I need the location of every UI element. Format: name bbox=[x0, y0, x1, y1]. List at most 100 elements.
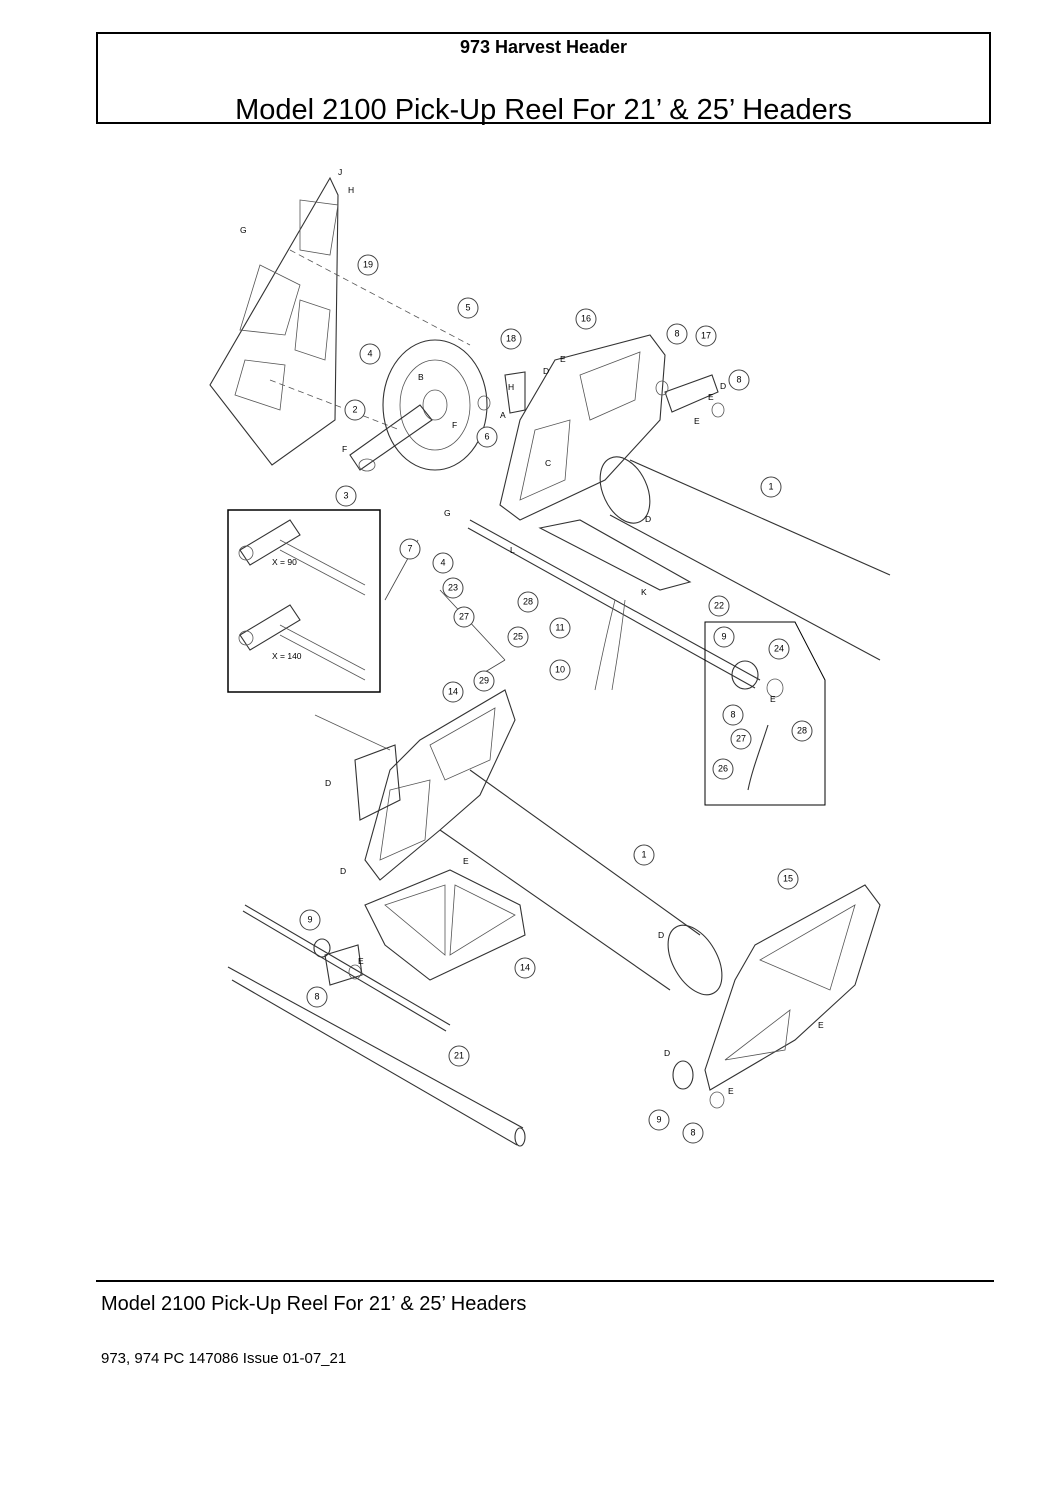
callout-17: 17 bbox=[695, 325, 717, 347]
svg-text:29: 29 bbox=[479, 675, 489, 685]
letter-e: E bbox=[818, 1020, 824, 1030]
callout-4: 4 bbox=[432, 552, 454, 574]
svg-text:27: 27 bbox=[736, 733, 746, 743]
callout-8: 8 bbox=[682, 1122, 704, 1144]
callout-10: 10 bbox=[549, 659, 571, 681]
callout-1: 1 bbox=[760, 476, 782, 498]
letter-f: F bbox=[452, 420, 457, 430]
letter-d: D bbox=[658, 930, 664, 940]
callout-22: 22 bbox=[708, 595, 730, 617]
callout-9: 9 bbox=[648, 1109, 670, 1131]
callout-14: 14 bbox=[442, 681, 464, 703]
svg-text:21: 21 bbox=[454, 1050, 464, 1060]
letter-e: E bbox=[463, 856, 469, 866]
letter-e: E bbox=[770, 694, 776, 704]
svg-text:8: 8 bbox=[730, 709, 735, 719]
svg-text:16: 16 bbox=[581, 313, 591, 323]
letter-d: D bbox=[325, 778, 331, 788]
svg-text:11: 11 bbox=[555, 622, 564, 632]
callout-15: 15 bbox=[777, 868, 799, 890]
letter-h: H bbox=[348, 185, 354, 195]
inset-label-top: X = 90 bbox=[272, 557, 297, 567]
svg-text:15: 15 bbox=[783, 873, 793, 883]
callout-28: 28 bbox=[791, 720, 813, 742]
svg-text:14: 14 bbox=[448, 686, 458, 696]
callout-19: 19 bbox=[357, 254, 379, 276]
letter-e: E bbox=[694, 416, 700, 426]
letter-c: C bbox=[545, 458, 551, 468]
reel-end-plate-15 bbox=[704, 884, 881, 1091]
svg-text:25: 25 bbox=[513, 631, 523, 641]
svg-text:9: 9 bbox=[656, 1114, 661, 1124]
svg-text:4: 4 bbox=[367, 348, 372, 358]
letter-h: H bbox=[508, 382, 514, 392]
letter-l: L bbox=[510, 545, 515, 555]
callout-23: 23 bbox=[442, 577, 464, 599]
reel-end-plate-g bbox=[209, 176, 339, 466]
letter-d: D bbox=[645, 514, 651, 524]
letter-j: J bbox=[338, 167, 342, 177]
callout-5: 5 bbox=[457, 297, 479, 319]
main-reel-tube-upper bbox=[599, 456, 891, 661]
letter-d: D bbox=[340, 866, 346, 876]
svg-text:24: 24 bbox=[774, 643, 784, 653]
footer-divider bbox=[96, 1280, 994, 1282]
inset-detail-box: X = 90 X = 140 bbox=[227, 509, 381, 693]
letter-e: E bbox=[560, 354, 566, 364]
callout-4: 4 bbox=[359, 343, 381, 365]
callout-3: 3 bbox=[335, 485, 357, 507]
footer-title: Model 2100 Pick-Up Reel For 21’ & 25’ He… bbox=[101, 1293, 527, 1315]
callout-8: 8 bbox=[666, 323, 688, 345]
svg-text:2: 2 bbox=[352, 404, 357, 414]
svg-text:19: 19 bbox=[363, 259, 373, 269]
tine-tube-lower bbox=[244, 904, 451, 1026]
svg-text:9: 9 bbox=[721, 631, 726, 641]
callout-27: 27 bbox=[453, 606, 475, 628]
callout-9: 9 bbox=[713, 626, 735, 648]
svg-text:9: 9 bbox=[307, 914, 312, 924]
callout-9: 9 bbox=[299, 909, 321, 931]
callout-25: 25 bbox=[507, 626, 529, 648]
svg-text:7: 7 bbox=[407, 543, 412, 553]
svg-text:28: 28 bbox=[797, 725, 807, 735]
letter-e: E bbox=[728, 1086, 734, 1096]
svg-text:8: 8 bbox=[674, 328, 679, 338]
letter-e: E bbox=[358, 956, 364, 966]
callout-6: 6 bbox=[476, 426, 498, 448]
callout-8: 8 bbox=[722, 704, 744, 726]
callout-14: 14 bbox=[514, 957, 536, 979]
callout-11: 11 bbox=[549, 617, 571, 639]
svg-text:8: 8 bbox=[736, 374, 741, 384]
callout-8: 8 bbox=[728, 369, 750, 391]
main-reel-tube-lower bbox=[439, 769, 723, 996]
callout-21: 21 bbox=[448, 1045, 470, 1067]
spider-hub bbox=[382, 339, 488, 471]
reel-end-plate-14 bbox=[364, 689, 516, 881]
svg-text:14: 14 bbox=[520, 962, 530, 972]
letter-a: A bbox=[500, 410, 506, 420]
letter-g: G bbox=[444, 508, 451, 518]
callout-24: 24 bbox=[768, 638, 790, 660]
letter-g: G bbox=[240, 225, 247, 235]
svg-text:23: 23 bbox=[448, 582, 458, 592]
bearing-plate-17 bbox=[664, 374, 719, 413]
letter-f: F bbox=[342, 444, 347, 454]
svg-text:27: 27 bbox=[459, 611, 469, 621]
svg-text:5: 5 bbox=[465, 302, 470, 312]
reel-end-plate-14b bbox=[364, 869, 526, 981]
cam-detail-box bbox=[704, 621, 826, 806]
svg-text:26: 26 bbox=[718, 763, 728, 773]
svg-text:28: 28 bbox=[523, 596, 533, 606]
callout-29: 29 bbox=[473, 670, 495, 692]
bar-21 bbox=[227, 966, 526, 1147]
document-subtitle: 973 Harvest Header bbox=[459, 37, 628, 57]
svg-text:1: 1 bbox=[641, 849, 646, 859]
callout-16: 16 bbox=[575, 308, 597, 330]
letter-e: E bbox=[708, 392, 714, 402]
svg-text:10: 10 bbox=[555, 664, 565, 674]
svg-text:8: 8 bbox=[314, 991, 319, 1001]
footer-doc-code: 973, 974 PC 147086 Issue 01-07_21 bbox=[101, 1350, 347, 1367]
letter-b: B bbox=[418, 372, 424, 382]
callout-7: 7 bbox=[399, 538, 421, 560]
svg-text:3: 3 bbox=[343, 490, 348, 500]
